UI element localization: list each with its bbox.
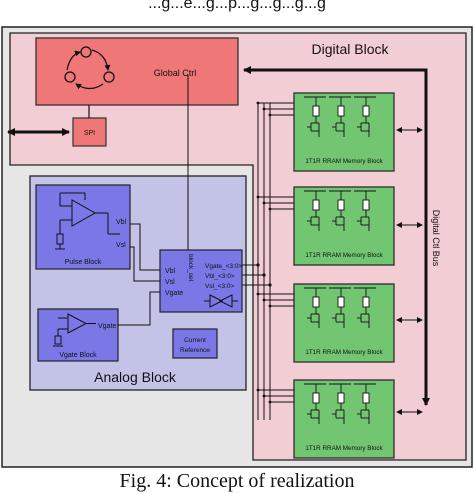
- pulse-port-vsl: Vsl: [116, 242, 126, 249]
- analog-wiring: [118, 75, 189, 326]
- rram-cell-icon: [354, 96, 376, 137]
- memory-block-2: 1T1R RRAM Memory Block: [293, 186, 395, 266]
- digital-ctl-bus-label: Digital Ctl Bus: [431, 210, 441, 267]
- spi-label: SPI: [84, 130, 95, 137]
- header-text-fragment: ...g...e...g...p...g...g...g...g: [148, 0, 326, 12]
- memory-block-3: 1T1R RRAM Memory Block: [293, 283, 395, 363]
- rram-cell-icon: [329, 190, 351, 231]
- spi-box: [72, 117, 107, 147]
- memory-block-4: 1T1R RRAM Memory Block: [293, 379, 395, 459]
- vgate-block: [37, 308, 119, 362]
- switch-block: [159, 249, 243, 313]
- opamp-icon: [55, 192, 120, 250]
- memory-block-label: 1T1R RRAM Memory Block: [305, 445, 383, 452]
- memory-block-label: 1T1R RRAM Memory Block: [305, 349, 383, 356]
- current-reference-line-1: Current: [184, 337, 206, 344]
- memory-blocks: 1T1R RRAM Memory Block 1T1R RRAM Memory B…: [293, 92, 395, 459]
- rram-cell-icon: [329, 383, 351, 424]
- memory-fanout-wiring: [242, 101, 294, 420]
- memory-block-1: 1T1R RRAM Memory Block: [293, 92, 395, 172]
- rram-cell-icon: [354, 287, 376, 328]
- pulse-block-label: Pulse Block: [65, 259, 102, 266]
- switch-output-vbl: Vbl_<3:0>: [205, 273, 235, 280]
- switch-input-vsl: Vsl: [165, 279, 175, 286]
- rram-cell-icon: [304, 383, 326, 424]
- memory-block-label: 1T1R RRAM Memory Block: [305, 158, 383, 165]
- switch-output-vsl: Vsl_<3:0>: [205, 283, 234, 290]
- digital-block-title: Digital Block: [311, 41, 389, 57]
- vgate-port-vgate: Vgate: [98, 323, 116, 330]
- vgate-block-label: Vgate Block: [59, 352, 97, 359]
- rram-cell-icon: [329, 96, 351, 137]
- switch-output-vgate: Vgate_<3:0>: [205, 263, 242, 270]
- digital-ctl-bus: [243, 66, 430, 406]
- analog-block-title: Analog Block: [94, 369, 177, 385]
- figure-caption: Fig. 4: Concept of realization: [119, 470, 355, 492]
- rram-cell-icon: [304, 287, 326, 328]
- rram-cell-icon: [354, 383, 376, 424]
- current-reference-line-2: Reference: [180, 347, 210, 354]
- transmission-gate-icon: [204, 294, 238, 308]
- switch-input-vbl: Vbl: [165, 268, 176, 275]
- switch-input-vgate: Vgate: [165, 290, 183, 297]
- block-select-label: block_sel: [187, 254, 194, 282]
- pulse-block: [35, 184, 131, 270]
- pulse-port-vbl: Vbl: [116, 219, 127, 226]
- current-reference-block: [172, 328, 218, 359]
- rram-cell-icon: [354, 190, 376, 231]
- rram-cell-icon: [329, 287, 351, 328]
- memory-block-label: 1T1R RRAM Memory Block: [305, 252, 383, 259]
- global-ctrl-box: [35, 37, 239, 106]
- rram-cell-icon: [304, 190, 326, 231]
- rram-cell-icon: [304, 96, 326, 137]
- opamp-icon: [53, 313, 96, 347]
- state-machine-icon: [64, 46, 115, 90]
- global-ctrl-label: Global Ctrl: [154, 68, 197, 78]
